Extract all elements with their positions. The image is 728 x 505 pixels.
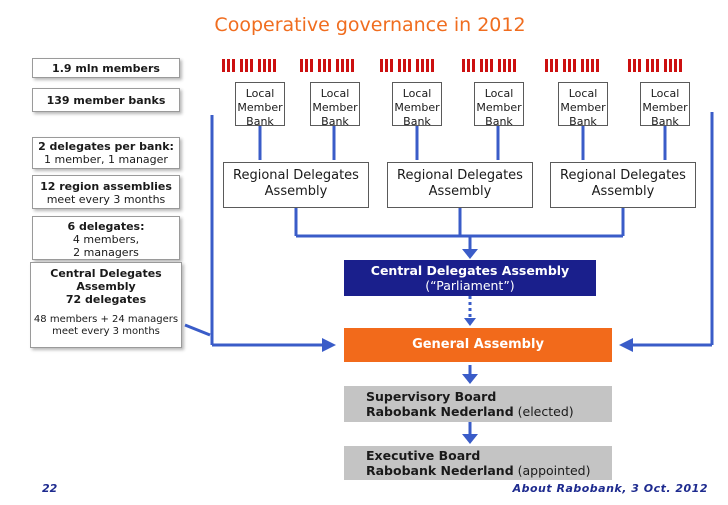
six-delegates-text: 6 delegates: xyxy=(67,220,145,233)
people-icon xyxy=(628,59,684,72)
left-info-panel: 1.9 mln members 139 member banks 2 deleg… xyxy=(30,58,182,348)
regional-delegates-assembly-box: Regional Delegates Assembly xyxy=(550,162,696,208)
local-member-bank-box: Local Member Bank xyxy=(392,82,442,128)
region-assemblies-detail: meet every 3 months xyxy=(46,193,166,206)
regional-delegates-assembly-box: Regional Delegates Assembly xyxy=(387,162,533,208)
six-delegates-managers: 2 managers xyxy=(73,246,139,259)
local-bank-label: Local xyxy=(650,87,680,100)
footer-caption: About Rabobank, 3 Oct. 2012 xyxy=(512,482,708,495)
central-delegates-info-box: Central Delegates Assembly 72 delegates … xyxy=(30,262,182,348)
region-assemblies-box: 12 region assemblies meet every 3 months xyxy=(32,175,180,209)
executive-board-line2: Rabobank Nederland xyxy=(366,463,514,478)
local-bank-label: Member xyxy=(237,101,283,114)
supervisory-board-note: (elected) xyxy=(517,404,574,419)
central-delegates-assembly-box: Central Delegates Assembly (“Parliament”… xyxy=(344,260,596,296)
people-icon xyxy=(300,59,356,72)
general-assembly-title: General Assembly xyxy=(412,337,544,352)
page-number: 22 xyxy=(42,482,58,495)
local-bank-label: Local xyxy=(320,87,350,100)
local-bank-label: Local xyxy=(245,87,275,100)
central-info-title-1: Central Delegates xyxy=(50,267,162,280)
six-delegates-box: 6 delegates: 4 members, 2 managers xyxy=(32,216,180,260)
central-assembly-subtitle: (“Parliament”) xyxy=(425,278,515,293)
page-title: Cooperative governance in 2012 xyxy=(214,14,526,36)
local-bank-label: Member xyxy=(642,101,688,114)
local-bank-label: Bank xyxy=(403,115,431,128)
local-bank-label: Bank xyxy=(569,115,597,128)
people-icon xyxy=(380,59,436,72)
delegates-per-bank-box: 2 delegates per bank: 1 member, 1 manage… xyxy=(32,137,180,169)
local-member-bank-box: Local Member Bank xyxy=(310,82,360,128)
supervisory-board-box: Supervisory Board Rabobank Nederland (el… xyxy=(344,386,612,422)
member-banks-box: 139 member banks xyxy=(32,88,180,112)
regional-assembly-label: Regional Delegates xyxy=(560,168,686,183)
executive-board-line1: Executive Board xyxy=(366,448,481,463)
central-assembly-title: Central Delegates Assembly xyxy=(370,263,570,278)
regional-assembly-label: Assembly xyxy=(591,184,655,199)
general-assembly-box: General Assembly xyxy=(344,328,612,362)
delegates-per-bank-detail: 1 member, 1 manager xyxy=(44,153,168,166)
local-member-bank-box: Local Member Bank xyxy=(235,82,285,128)
central-info-detail-2: meet every 3 months xyxy=(52,326,160,337)
regional-delegates-assembly-box: Regional Delegates Assembly xyxy=(223,162,369,208)
central-info-detail-1: 48 members + 24 managers xyxy=(33,314,179,325)
local-member-bank-box: Local Member Bank xyxy=(474,82,524,128)
local-bank-label: Member xyxy=(476,101,522,114)
local-bank-label: Bank xyxy=(485,115,513,128)
supervisory-board-line2: Rabobank Nederland xyxy=(366,404,514,419)
people-icon xyxy=(222,59,278,72)
central-info-count: 72 delegates xyxy=(65,293,147,306)
regional-assembly-label: Regional Delegates xyxy=(233,168,359,183)
members-box: 1.9 mln members xyxy=(32,58,180,78)
central-info-title-2: Assembly xyxy=(76,280,136,293)
executive-board-note: (appointed) xyxy=(517,463,591,478)
regional-assembly-label: Regional Delegates xyxy=(397,168,523,183)
six-delegates-members: 4 members, xyxy=(72,233,140,246)
local-bank-label: Local xyxy=(568,87,598,100)
members-text: 1.9 mln members xyxy=(52,62,160,75)
local-bank-label: Member xyxy=(312,101,358,114)
people-icon xyxy=(545,59,601,72)
executive-board-box: Executive Board Rabobank Nederland (appo… xyxy=(344,446,612,480)
local-bank-label: Member xyxy=(560,101,606,114)
local-bank-label: Bank xyxy=(246,115,274,128)
local-bank-label: Member xyxy=(394,101,440,114)
delegates-per-bank-text: 2 delegates per bank: xyxy=(38,140,174,153)
local-bank-label: Bank xyxy=(321,115,349,128)
local-bank-label: Local xyxy=(402,87,432,100)
local-member-bank-box: Local Member Bank xyxy=(558,82,608,128)
supervisory-board-line1: Supervisory Board xyxy=(366,389,497,404)
member-banks-text: 139 member banks xyxy=(46,94,166,107)
local-bank-label: Bank xyxy=(651,115,679,128)
region-assemblies-text: 12 region assemblies xyxy=(40,180,172,193)
regional-assembly-label: Assembly xyxy=(264,184,328,199)
local-bank-label: Local xyxy=(484,87,514,100)
regional-assembly-label: Assembly xyxy=(428,184,492,199)
people-icon xyxy=(462,59,518,72)
local-member-bank-box: Local Member Bank xyxy=(640,82,690,128)
